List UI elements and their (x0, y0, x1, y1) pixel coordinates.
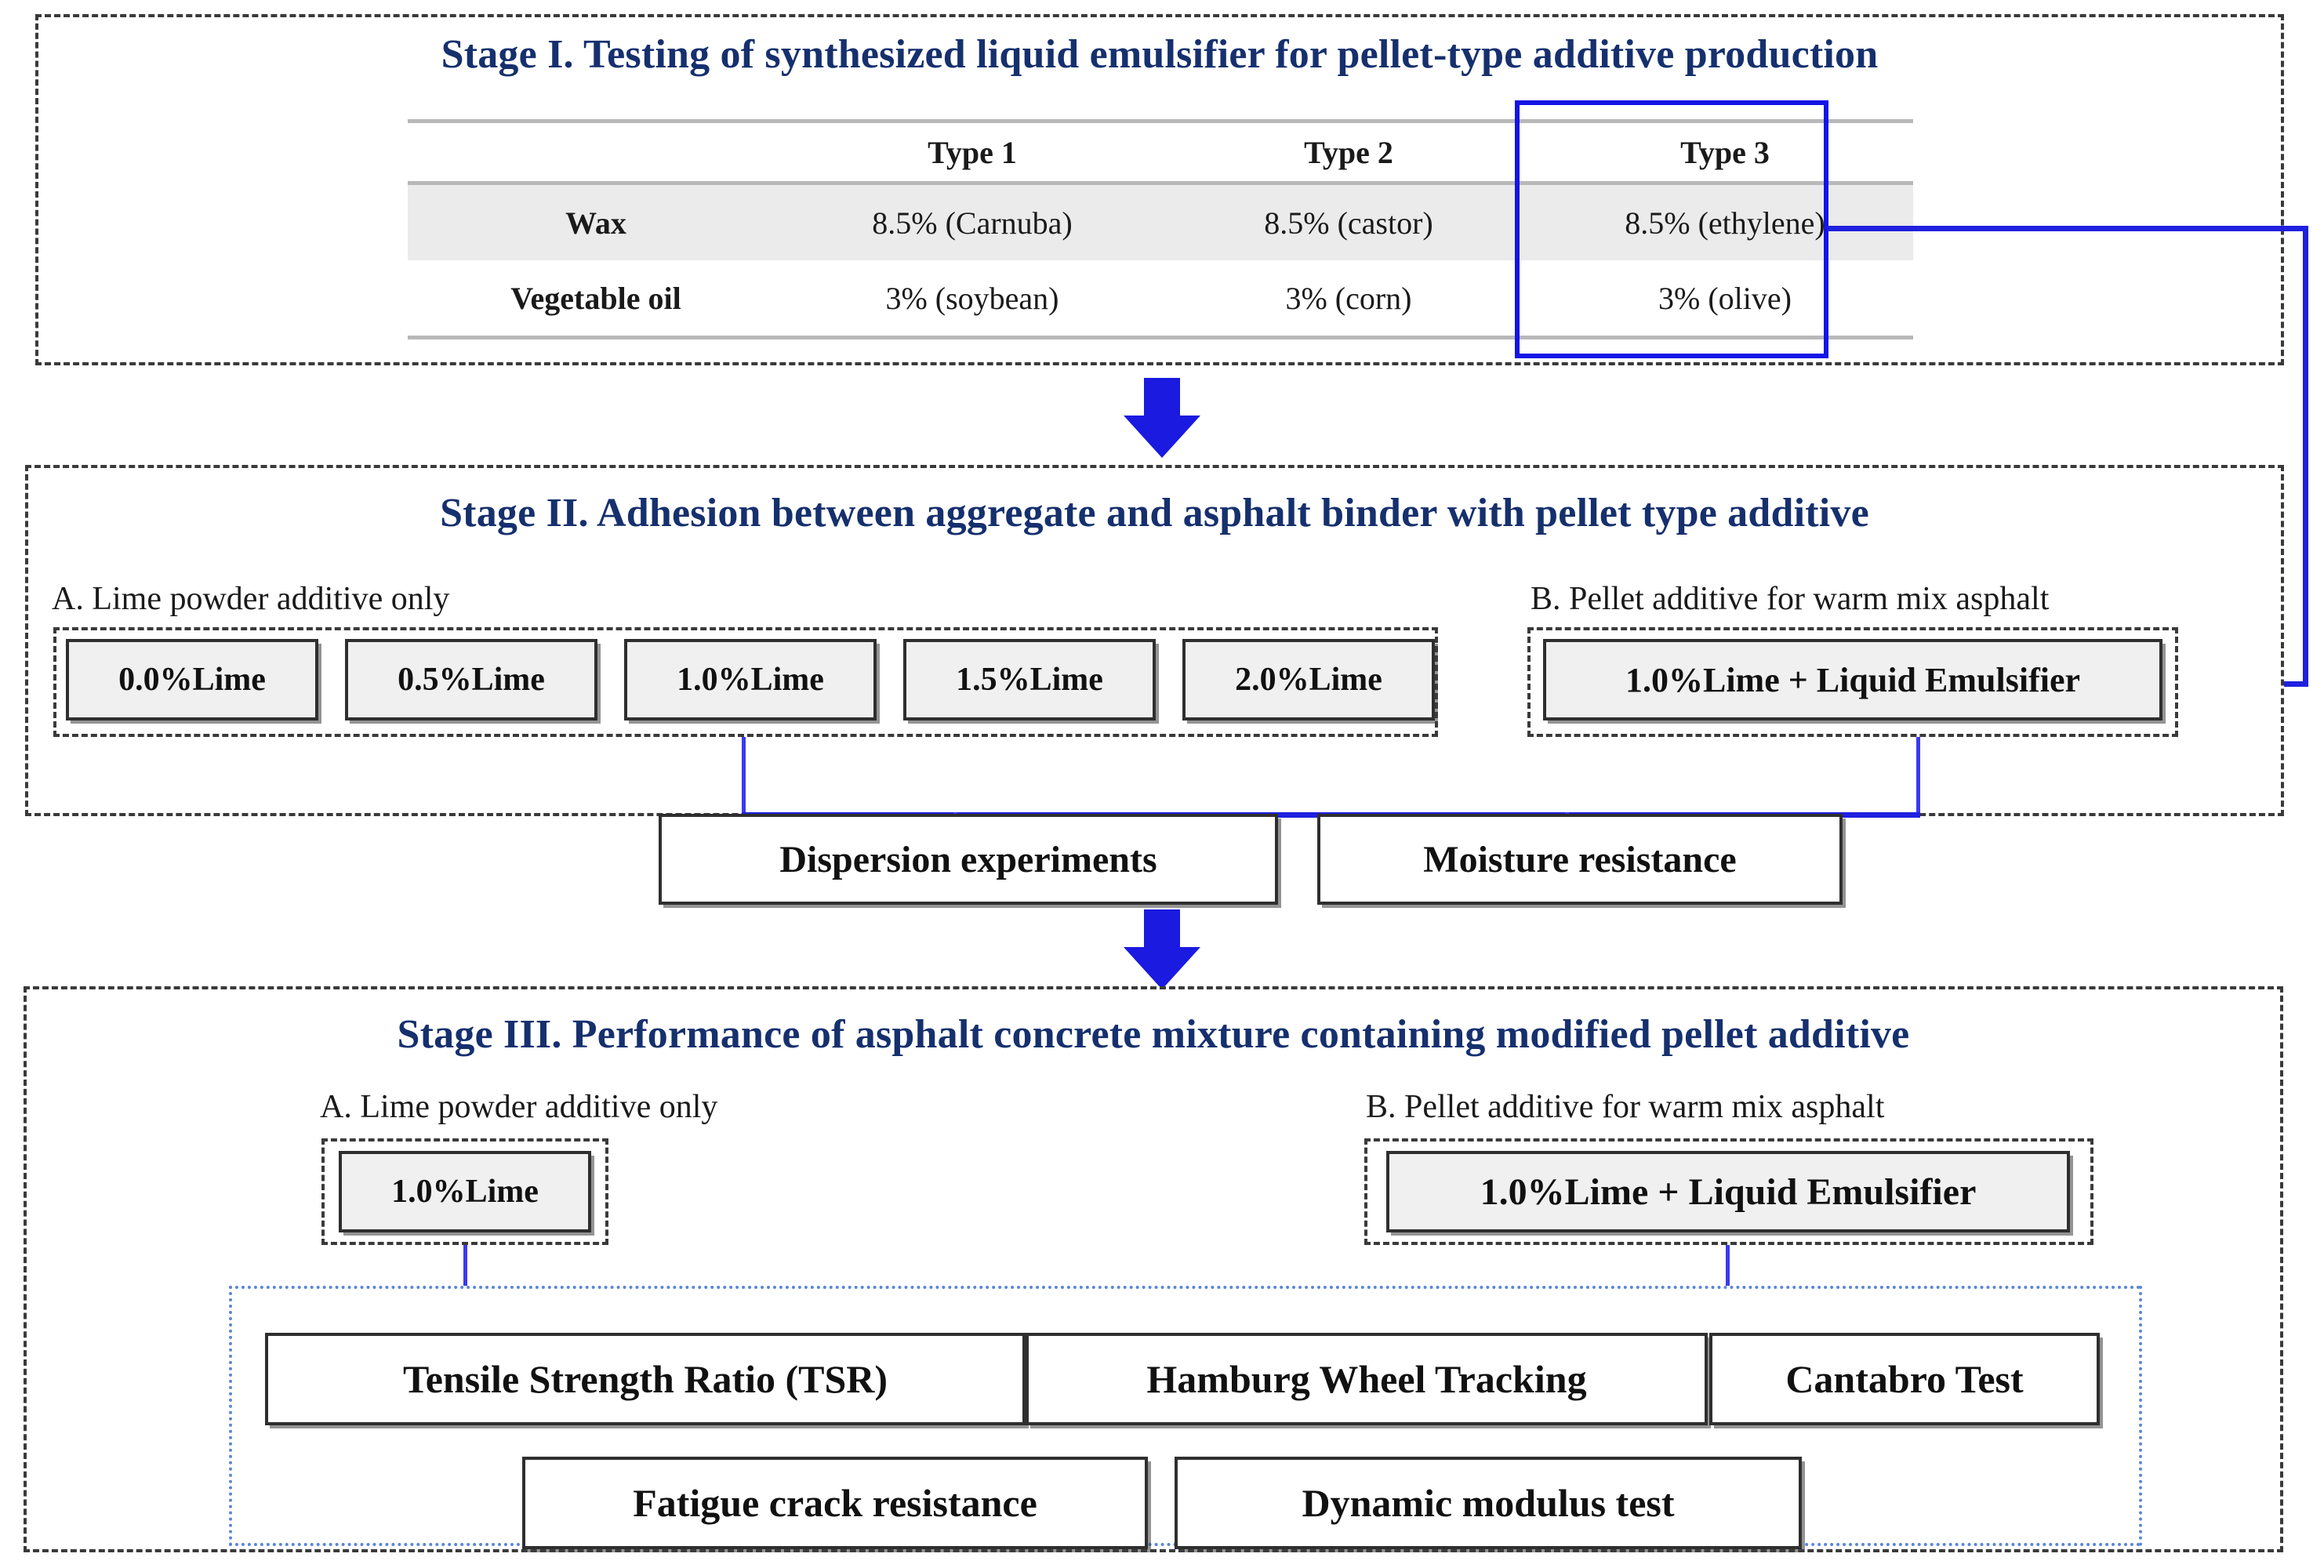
test-label: Tensile Strength Ratio (TSR) (402, 1357, 888, 1401)
chip-label: 1.0%Lime (391, 1174, 539, 1210)
chip-label: 1.0%Lime + Liquid Emulsifier (1625, 660, 2080, 699)
stage1-to-stage2-arrow (1124, 378, 1200, 458)
stage3-group-b-label: B. Pellet additive for warm mix asphalt (1366, 1089, 1885, 1125)
cell-oil-type1: 3% (soybean) (784, 260, 1160, 339)
stage-1-title: Stage I. Testing of synthesized liquid e… (441, 32, 1879, 77)
stage-2-title: Stage II. Adhesion between aggregate and… (440, 491, 1869, 535)
stage2-output-moisture[interactable]: Moisture resistance (1317, 814, 1843, 905)
stage2-chip-0[interactable]: 0.0%Lime (66, 639, 318, 720)
stage2-chip-2[interactable]: 1.0%Lime (624, 639, 877, 720)
chip-label: 2.0%Lime (1235, 662, 1382, 698)
chip-label: 1.5%Lime (956, 662, 1103, 698)
chip-label: 1.0%Lime + Liquid Emulsifier (1480, 1171, 1977, 1213)
arrow-stem (1144, 909, 1180, 949)
cell-wax-type1: 8.5% (Carnuba) (784, 181, 1160, 260)
column-header-type2: Type 2 (1160, 119, 1537, 183)
connector-type3-to-stage2-horizontal-top (1827, 226, 2308, 231)
chip-label: 0.5%Lime (398, 662, 545, 698)
stage2-connector-from-group-b (1916, 737, 1920, 815)
test-label: Hamburg Wheel Tracking (1146, 1357, 1587, 1401)
test-label: Cantabro Test (1785, 1357, 2024, 1401)
cell-wax-type3: 8.5% (ethylene) (1537, 181, 1913, 260)
stage3-chip-lime[interactable]: 1.0%Lime (339, 1151, 591, 1232)
output-label: Dispersion experiments (779, 838, 1157, 880)
stage3-test-fatigue[interactable]: Fatigue crack resistance (522, 1457, 1148, 1549)
table-row: Wax 8.5% (Carnuba) 8.5% (castor) 8.5% (e… (408, 181, 1913, 260)
cell-oil-type2: 3% (corn) (1160, 260, 1537, 339)
test-label: Fatigue crack resistance (633, 1481, 1037, 1525)
stage2-connector-from-group-a (742, 737, 746, 815)
stage2-group-b-label: B. Pellet additive for warm mix asphalt (1531, 581, 2050, 617)
stage2-chip-emulsifier[interactable]: 1.0%Lime + Liquid Emulsifier (1543, 639, 2162, 720)
connector-type3-to-stage2-vertical (2303, 226, 2308, 684)
stage2-chip-3[interactable]: 1.5%Lime (903, 639, 1156, 720)
stage2-group-a-label: A. Lime powder additive only (52, 581, 450, 617)
stage2-to-stage3-arrow (1124, 909, 1200, 989)
table-header-row: Type 1 Type 2 Type 3 (408, 119, 1913, 183)
row-label-vegetable-oil: Vegetable oil (408, 260, 784, 339)
test-label: Dynamic modulus test (1302, 1481, 1675, 1525)
cell-oil-type3: 3% (olive) (1537, 260, 1913, 339)
chip-label: 0.0%Lime (118, 662, 266, 698)
stage3-test-dynamic-modulus[interactable]: Dynamic modulus test (1175, 1457, 1802, 1549)
stage3-test-tsr[interactable]: Tensile Strength Ratio (TSR) (265, 1333, 1026, 1425)
arrow-head (1124, 947, 1200, 989)
arrow-head (1124, 416, 1200, 458)
chip-label: 1.0%Lime (677, 662, 824, 698)
column-header-type1: Type 1 (784, 119, 1160, 183)
stage-3-title: Stage III. Performance of asphalt concre… (397, 1012, 1910, 1057)
table-row: Vegetable oil 3% (soybean) 3% (corn) 3% … (408, 260, 1913, 339)
stage2-chip-1[interactable]: 0.5%Lime (345, 639, 597, 720)
emulsifier-composition-table: Type 1 Type 2 Type 3 Wax 8.5% (Carnuba) … (408, 119, 1913, 339)
stage3-group-a-label: A. Lime powder additive only (320, 1089, 718, 1125)
stage3-chip-emulsifier[interactable]: 1.0%Lime + Liquid Emulsifier (1386, 1151, 2070, 1232)
column-header-type3: Type 3 (1537, 119, 1913, 183)
stage2-output-dispersion[interactable]: Dispersion experiments (659, 814, 1278, 905)
stage2-chip-4[interactable]: 2.0%Lime (1182, 639, 1435, 720)
stage3-test-cantabro[interactable]: Cantabro Test (1709, 1333, 2100, 1425)
row-label-wax: Wax (408, 181, 784, 260)
output-label: Moisture resistance (1423, 838, 1737, 880)
cell-wax-type2: 8.5% (castor) (1160, 181, 1537, 260)
stage3-test-hamburg[interactable]: Hamburg Wheel Tracking (1026, 1333, 1708, 1425)
arrow-stem (1144, 378, 1180, 417)
